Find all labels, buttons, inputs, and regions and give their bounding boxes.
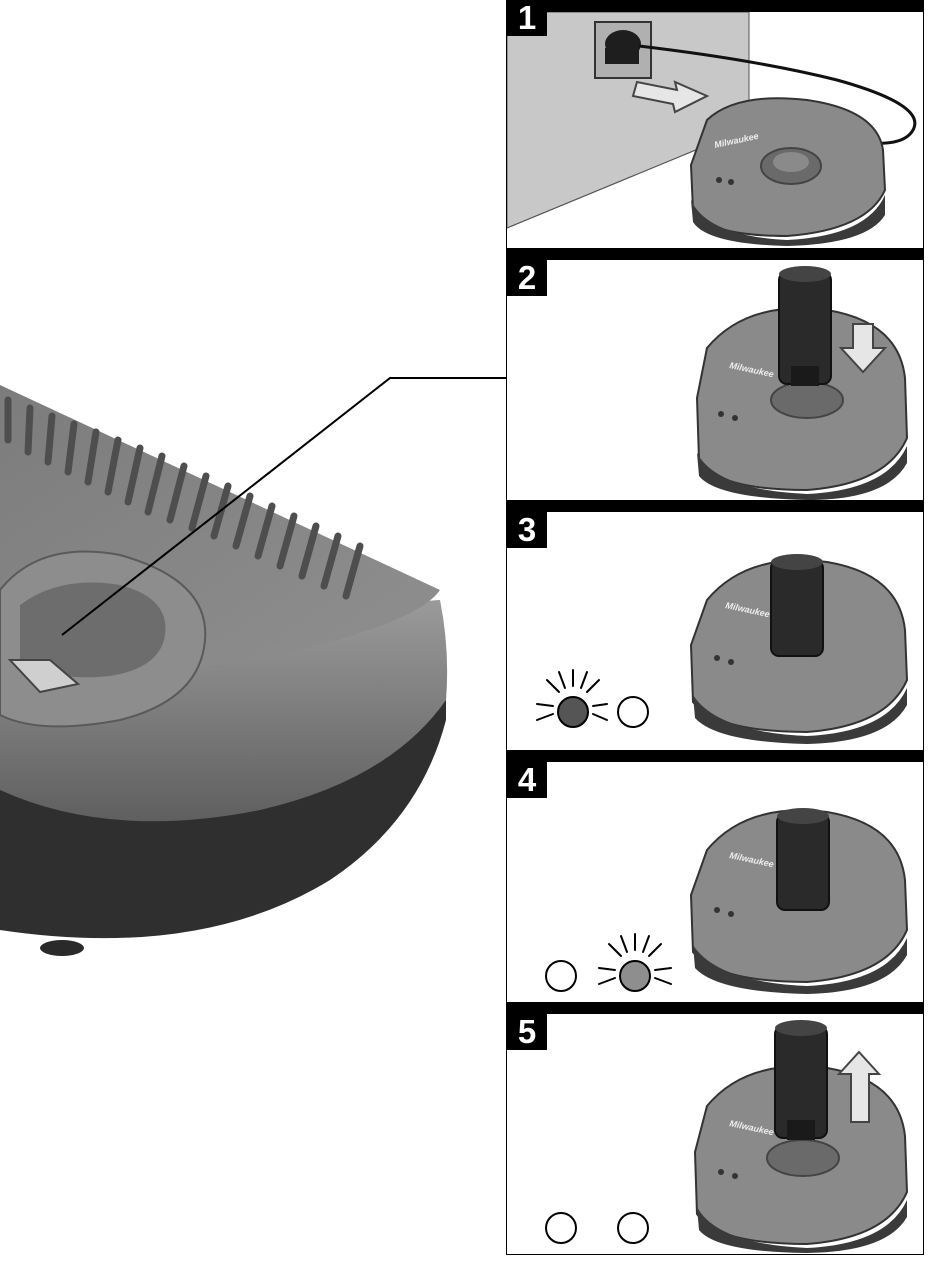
step-1-illustration: Milwaukee bbox=[507, 0, 923, 248]
battery-pack bbox=[777, 808, 829, 910]
step-4-illustration: Milwaukee bbox=[507, 750, 923, 1002]
led-indicator-icon bbox=[599, 934, 671, 991]
battery-pack bbox=[775, 1020, 827, 1140]
led-indicator-icon bbox=[618, 1213, 648, 1243]
step-header-bar bbox=[507, 750, 923, 762]
charger-illustration: Milwaukee bbox=[691, 98, 885, 246]
led-indicator-icon bbox=[546, 961, 576, 991]
led-indicator-icon bbox=[537, 670, 607, 727]
step-number: 2 bbox=[507, 260, 547, 296]
step-panel-1: Milwaukee 1 bbox=[506, 0, 924, 249]
plug-icon bbox=[605, 30, 641, 64]
step-number: 3 bbox=[507, 512, 547, 548]
step-panel-3: Milwaukee bbox=[506, 500, 924, 751]
battery-pack bbox=[779, 266, 831, 386]
step-header-bar bbox=[507, 500, 923, 512]
step-2-illustration: Milwaukee bbox=[507, 248, 923, 500]
step-header-bar bbox=[507, 1002, 923, 1014]
step-number: 4 bbox=[507, 762, 547, 798]
step-header-bar bbox=[507, 0, 923, 12]
steps-column: Milwaukee 1 Milwaukee bbox=[506, 0, 924, 1256]
step-panel-5: Milwaukee 5 bbox=[506, 1002, 924, 1255]
step-panel-4: Milwaukee bbox=[506, 750, 924, 1003]
charger-closeup bbox=[0, 0, 510, 1256]
led-indicator-icon bbox=[546, 1213, 576, 1243]
step-header-bar bbox=[507, 248, 923, 260]
step-number: 5 bbox=[507, 1014, 547, 1050]
step-5-illustration: Milwaukee bbox=[507, 1002, 923, 1254]
step-number: 1 bbox=[507, 0, 547, 36]
led-indicator-icon bbox=[618, 697, 648, 727]
charger-closeup-illustration bbox=[0, 0, 510, 1256]
battery-pack bbox=[771, 554, 823, 656]
step-3-illustration: Milwaukee bbox=[507, 500, 923, 750]
step-panel-2: Milwaukee 2 bbox=[506, 248, 924, 501]
